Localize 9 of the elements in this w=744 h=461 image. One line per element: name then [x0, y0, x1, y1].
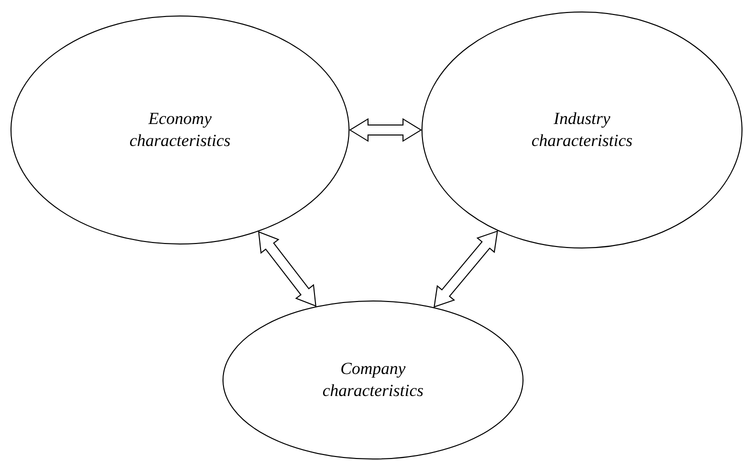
- node-label: Industry characteristics: [530, 108, 634, 152]
- double-arrow: [349, 118, 422, 142]
- ellipse-node: [222, 300, 524, 460]
- node-label: Economy characteristics: [128, 108, 232, 152]
- double-arrow: [258, 231, 316, 307]
- node-label: Company characteristics: [321, 358, 425, 402]
- double-arrow: [434, 230, 498, 308]
- ellipse-node: [10, 15, 350, 245]
- ellipse-node: [421, 11, 743, 249]
